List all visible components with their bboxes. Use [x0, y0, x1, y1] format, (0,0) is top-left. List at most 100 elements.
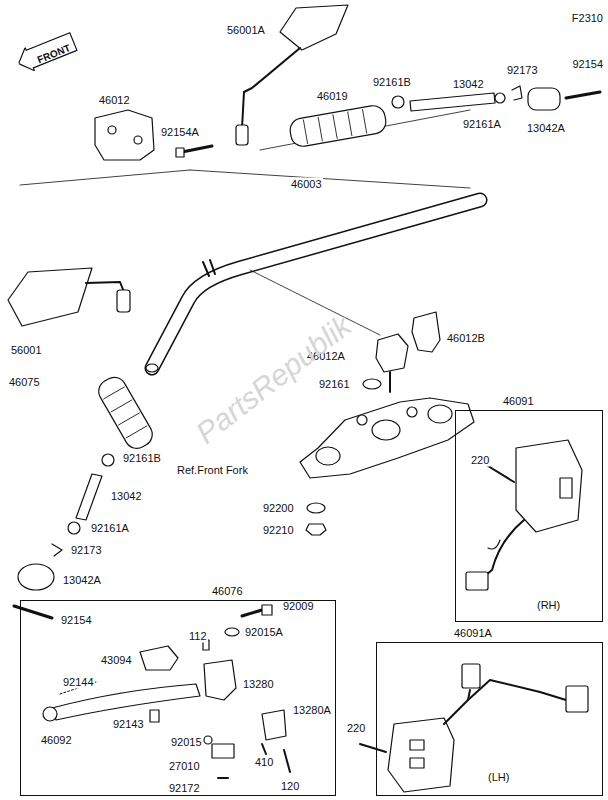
- guide-line: [20, 110, 470, 335]
- clamp: [376, 334, 408, 372]
- grip-body: [94, 373, 156, 453]
- screw: [360, 744, 386, 752]
- callout-number: F2310: [571, 12, 604, 25]
- callout-number: 13280: [242, 678, 275, 691]
- callout-number: 92173: [70, 544, 103, 557]
- nut: [495, 93, 505, 103]
- callout-number: 13042A: [62, 574, 102, 587]
- bolt: [242, 610, 262, 616]
- bracket: [140, 646, 178, 670]
- fork-hole: [428, 405, 452, 423]
- callout-number: 92161A: [462, 118, 502, 131]
- mirror-stem: [242, 48, 300, 128]
- nut: [204, 736, 212, 744]
- washer: [307, 503, 325, 513]
- callout-number: 92143: [112, 718, 145, 731]
- bolt: [182, 146, 212, 152]
- nut: [392, 96, 404, 108]
- switch-housing: [516, 440, 582, 532]
- clamp-half: [262, 710, 286, 740]
- callout-number: 43094: [100, 654, 133, 667]
- mirror-base: [117, 290, 130, 312]
- weight: [18, 564, 54, 590]
- mirror: [280, 5, 348, 50]
- bar-ring: [210, 260, 215, 274]
- callout-number: 92210: [262, 524, 295, 537]
- tube: [76, 474, 102, 520]
- bar-mount: [407, 407, 417, 417]
- callout-number: 92173: [506, 64, 539, 77]
- callout-number: 13042: [110, 490, 143, 503]
- lever: [52, 684, 200, 720]
- grip: [94, 373, 156, 453]
- side-note: (LH): [487, 771, 510, 784]
- lever-ball: [43, 707, 57, 721]
- inset-frame: 46076: [20, 600, 336, 796]
- switch-housing: [388, 718, 454, 792]
- connector: [462, 664, 480, 688]
- lever-holder: [204, 660, 236, 700]
- switch-button: [560, 478, 572, 498]
- nut: [102, 454, 114, 466]
- clamp-hole: [108, 126, 116, 134]
- callout-number: 92161B: [122, 452, 162, 465]
- callout-number: 220: [470, 454, 490, 467]
- screw: [488, 466, 514, 482]
- stem-hole: [372, 420, 400, 440]
- bolt: [566, 92, 600, 98]
- callout-number: 46091A: [453, 627, 493, 640]
- nut: [68, 522, 80, 534]
- switch-button: [410, 758, 424, 768]
- callout-number: 46075: [8, 376, 41, 389]
- callout-number: 46091: [502, 395, 535, 408]
- bar-end: [146, 364, 158, 372]
- callout-number: 92200: [262, 502, 295, 515]
- weight: [528, 88, 560, 110]
- mirror-base: [236, 125, 248, 145]
- clip: [512, 86, 522, 100]
- callout-number: 92144: [62, 676, 95, 689]
- callout-number: 46012: [98, 94, 131, 107]
- clamp-hole: [134, 136, 142, 144]
- callout-number: 46076: [211, 585, 244, 598]
- bar-ring: [203, 262, 209, 276]
- switch-button: [410, 740, 424, 750]
- bolt-head: [262, 605, 272, 615]
- callout-number: 46019: [316, 90, 349, 103]
- bar-mount: [357, 415, 367, 425]
- fork-hole: [316, 447, 340, 465]
- screw: [284, 750, 290, 772]
- callout-number: 56001A: [226, 24, 266, 37]
- callout-number: 92161A: [90, 522, 130, 535]
- triple-clamp: [300, 398, 474, 478]
- clip: [218, 777, 228, 779]
- tube: [410, 93, 495, 111]
- wire: [488, 540, 500, 549]
- callout-number: 92172: [168, 782, 201, 795]
- callout-number: 92161: [318, 378, 351, 391]
- callout-number: 46092: [40, 734, 73, 747]
- inset-frame: 46091(RH): [455, 410, 603, 622]
- callout-number: 112: [188, 630, 208, 643]
- callout-number: 92154: [571, 58, 604, 71]
- bolt-head: [176, 148, 184, 157]
- washer: [225, 628, 239, 636]
- wire: [480, 520, 524, 580]
- callout-number: 92015A: [244, 626, 284, 639]
- callout-number: 56001: [10, 344, 43, 357]
- callout-number: 92015: [170, 736, 203, 749]
- wire: [468, 690, 470, 700]
- reference-note: Ref.Front Fork: [176, 464, 249, 477]
- callout-number: 220: [346, 722, 366, 735]
- nut: [306, 524, 326, 535]
- bolt: [389, 372, 391, 392]
- grip-body: [288, 104, 387, 148]
- callout-number: 46012B: [446, 332, 486, 345]
- callout-number: 13280A: [292, 704, 332, 717]
- callout-number: 410: [254, 756, 274, 769]
- clip: [52, 544, 62, 556]
- callout-number: 92161B: [372, 76, 412, 89]
- grip: [288, 104, 387, 148]
- switch: [212, 744, 234, 758]
- grip-rib: [303, 109, 366, 143]
